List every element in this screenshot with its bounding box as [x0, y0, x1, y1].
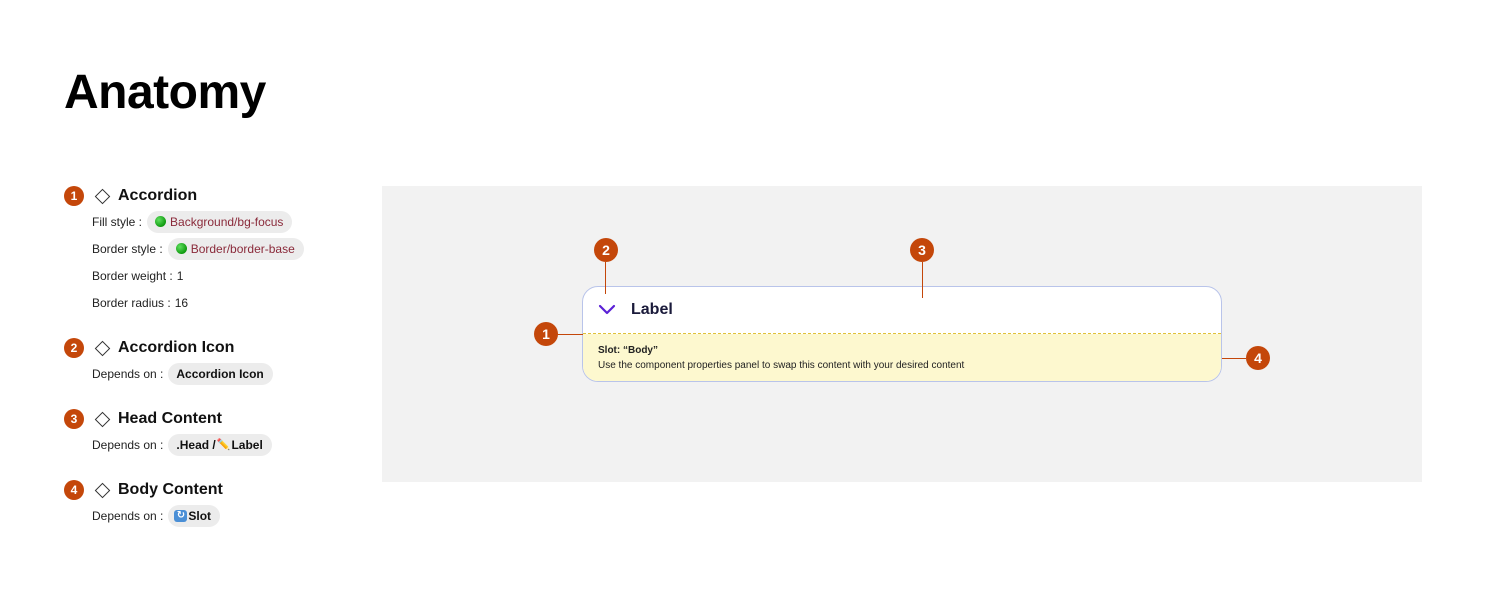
section-accordion: 1 Accordion Fill style : Background/bg-f…: [64, 185, 304, 316]
leader-line-1: [557, 334, 583, 335]
section-title: Accordion Icon: [118, 339, 235, 356]
page-title: Anatomy: [64, 66, 266, 119]
prop-key: Border weight :: [92, 268, 173, 283]
prop-fill-style: Fill style : Background/bg-focus: [92, 208, 304, 235]
leader-line-3: [922, 262, 923, 298]
prop-key: Depends on :: [92, 508, 164, 523]
prop-value: 1: [176, 268, 184, 283]
prop-depends-on: Depends on : ↻ Slot: [92, 502, 223, 529]
section-header: 1 Accordion: [64, 185, 304, 207]
slot-icon: ↻: [174, 509, 188, 522]
prop-border-radius: Border radius : 16: [92, 289, 304, 316]
prop-key: Depends on :: [92, 366, 164, 381]
accordion-head[interactable]: Label: [583, 287, 1221, 334]
green-dot-icon: [175, 243, 187, 254]
section-title: Head Content: [118, 410, 222, 427]
slot-description: Use the component properties panel to sw…: [598, 360, 965, 371]
number-badge: 3: [64, 409, 84, 429]
section-header: 2 Accordion Icon: [64, 337, 273, 359]
dependency-chip: Accordion Icon: [168, 362, 273, 385]
diamond-icon: [93, 410, 111, 428]
dependency-prefix: .Head /: [176, 437, 216, 452]
token-value: Border/border-base: [190, 241, 295, 256]
prop-depends-on: Depends on : Accordion Icon: [92, 360, 273, 387]
prop-depends-on: Depends on : .Head / ✏️ Label: [92, 431, 272, 458]
prop-key: Border style :: [92, 241, 163, 256]
diamond-icon: [93, 339, 111, 357]
annotation-marker-4: 4: [1246, 346, 1270, 370]
prop-value: 16: [174, 295, 189, 310]
prop-border-weight: Border weight : 1: [92, 262, 304, 289]
number-badge: 4: [64, 480, 84, 500]
dependency-chip: ↻ Slot: [168, 504, 221, 527]
annotation-marker-2: 2: [594, 238, 618, 262]
prop-border-style: Border style : Border/border-base: [92, 235, 304, 262]
token-chip: Background/bg-focus: [147, 210, 293, 233]
number-badge: 1: [64, 186, 84, 206]
accordion-body-slot: Slot: “Body” Use the component propertie…: [583, 334, 1221, 381]
leader-line-2: [605, 262, 606, 294]
dependency-suffix: Label: [231, 437, 263, 452]
prop-key: Border radius :: [92, 295, 171, 310]
section-head-content: 3 Head Content Depends on : .Head / ✏️ L…: [64, 408, 272, 458]
section-title: Body Content: [118, 481, 223, 498]
leader-line-4: [1222, 358, 1246, 359]
token-value: Background/bg-focus: [170, 214, 284, 229]
number-badge: 2: [64, 338, 84, 358]
accordion-label: Label: [631, 301, 673, 318]
section-accordion-icon: 2 Accordion Icon Depends on : Accordion …: [64, 337, 273, 387]
dependency-chip: .Head / ✏️ Label: [168, 433, 272, 456]
prop-key: Fill style :: [92, 214, 143, 229]
accordion-preview[interactable]: Label Slot: “Body” Use the component pro…: [582, 286, 1222, 382]
token-chip: Border/border-base: [167, 237, 304, 260]
section-header: 3 Head Content: [64, 408, 272, 430]
section-title: Accordion: [118, 187, 198, 204]
chevron-down-icon[interactable]: [597, 300, 617, 320]
green-dot-icon: [155, 216, 167, 227]
annotation-marker-3: 3: [910, 238, 934, 262]
slot-title: Slot: “Body”: [598, 345, 658, 356]
dependency-value: Slot: [188, 508, 212, 523]
pencil-icon: ✏️: [216, 439, 231, 451]
annotation-marker-1: 1: [534, 322, 558, 346]
section-body-content: 4 Body Content Depends on : ↻ Slot: [64, 479, 223, 529]
prop-key: Depends on :: [92, 437, 164, 452]
diamond-icon: [93, 481, 111, 499]
section-header: 4 Body Content: [64, 479, 223, 501]
diamond-icon: [93, 187, 111, 205]
